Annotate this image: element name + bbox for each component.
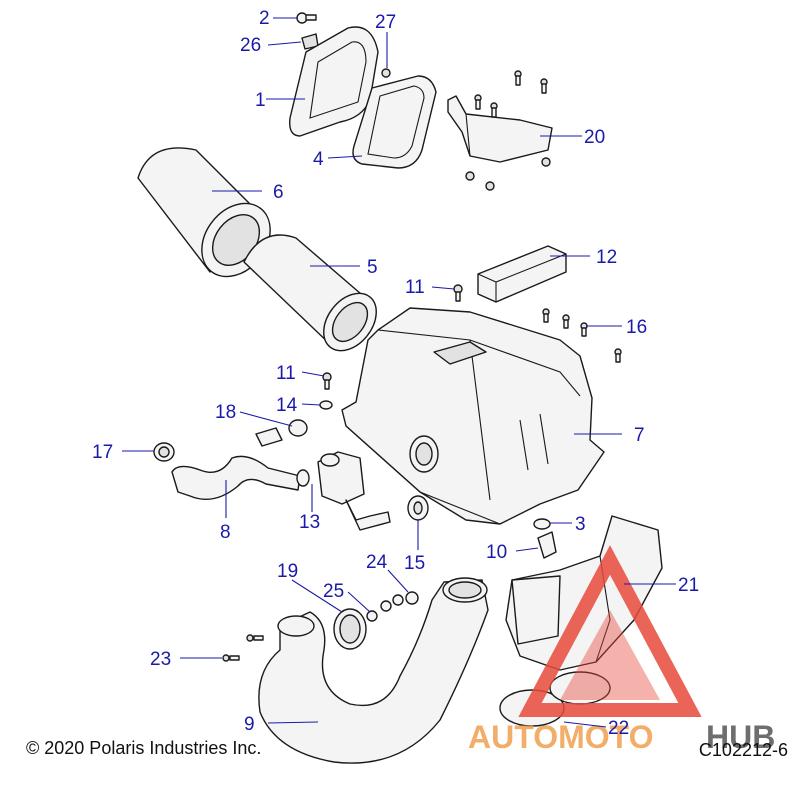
part-11-screw-top: [453, 284, 463, 302]
leader-lines: [122, 17, 676, 728]
part-21-duct: [505, 515, 663, 671]
callout-7: 7: [634, 425, 645, 446]
callout-22: 22: [608, 718, 629, 739]
part-9-intake-tube: [258, 577, 489, 764]
callout-25: 25: [323, 581, 344, 602]
callout-18: 18: [215, 402, 236, 423]
callout-24: 24: [366, 552, 388, 573]
callout-11-left: 11: [276, 363, 296, 384]
callout-5: 5: [367, 257, 378, 278]
callout-11-top: 11: [405, 277, 425, 298]
watermark-text-hub: HUB: [706, 719, 775, 755]
callout-23: 23: [150, 649, 171, 670]
callout-16: 16: [626, 317, 647, 338]
callout-1: 1: [255, 90, 266, 111]
part-10-sensor: [537, 531, 557, 559]
callout-4: 4: [313, 149, 324, 170]
callout-6: 6: [273, 182, 284, 203]
automotohub-watermark: AUTOMOTO HUB: [468, 545, 775, 755]
part-13-valve: [317, 451, 391, 531]
part-16-screws: [542, 308, 622, 363]
callout-19: 19: [277, 561, 298, 582]
part-19-sleeve: [333, 608, 367, 650]
part-8-hose: [171, 455, 310, 500]
callout-8: 8: [220, 522, 231, 543]
callout-9: 9: [244, 714, 255, 735]
callout-14: 14: [276, 395, 298, 416]
part-7-airbox: [341, 307, 605, 525]
callout-10: 10: [486, 542, 507, 563]
copyright-notice: © 2020 Polaris Industries Inc.: [26, 738, 262, 758]
part-11-screw-left: [322, 372, 332, 390]
part-25-24-hardware: [366, 591, 419, 622]
callout-13: 13: [299, 512, 320, 533]
callout-20: 20: [584, 127, 605, 148]
watermark-text-automoto: AUTOMOTO: [468, 719, 653, 755]
part-20-bracket: [447, 70, 553, 191]
part-1-cover: [289, 26, 379, 137]
drawing-id: C102212-6: [698, 740, 788, 760]
part-5-filter: [243, 234, 377, 352]
callout-3: 3: [575, 514, 586, 535]
part-3-oring: [533, 518, 551, 530]
callout-2: 2: [259, 8, 270, 29]
callout-27: 27: [375, 12, 396, 33]
part-2-screw: [296, 12, 317, 24]
callout-labels: 2 27 26 1 4 20 6 5 12 11 16 11 14 18 7 1…: [92, 8, 699, 739]
callout-17: 17: [92, 442, 113, 463]
part-23-screws: [222, 634, 264, 662]
watermark-triangle-icon: [518, 545, 702, 717]
part-12-foam: [477, 245, 567, 303]
part-18-grommet: [255, 419, 308, 447]
callout-26: 26: [240, 35, 261, 56]
part-17-clamp: [153, 442, 175, 462]
part-27-nut: [381, 68, 391, 78]
callout-15: 15: [404, 553, 425, 574]
callout-21: 21: [678, 575, 699, 596]
callout-12: 12: [596, 247, 617, 268]
part-15-grommet: [407, 495, 429, 521]
part-14-washer: [319, 400, 333, 410]
